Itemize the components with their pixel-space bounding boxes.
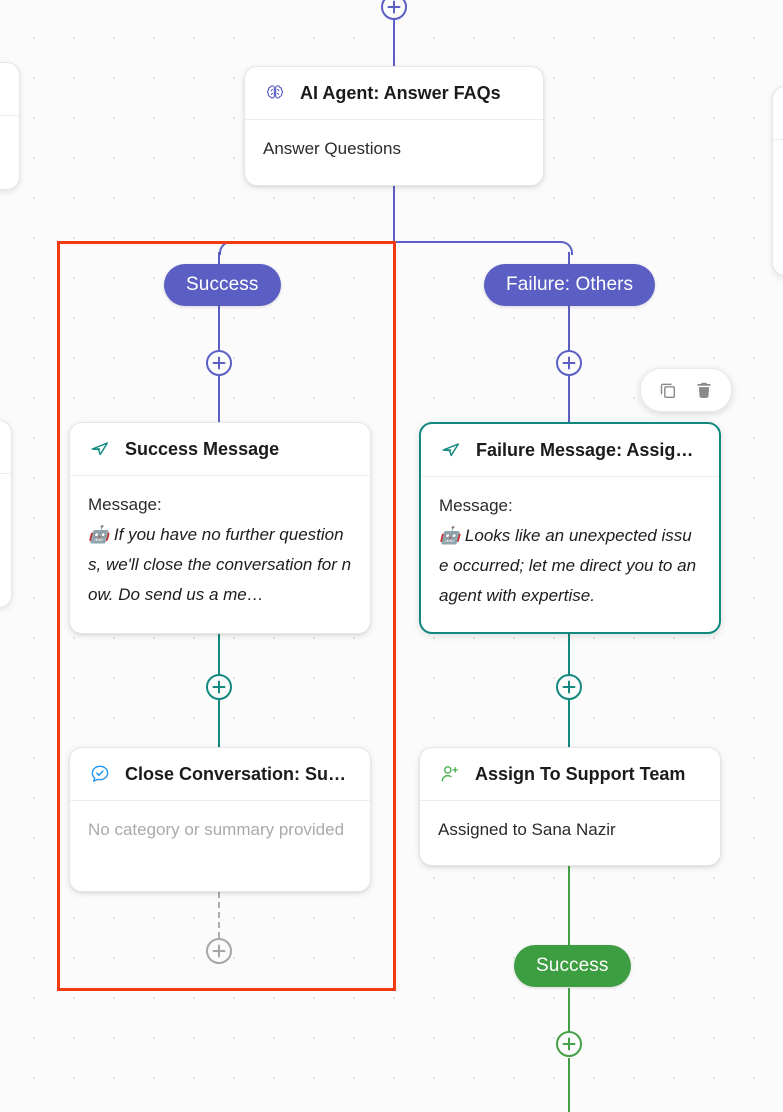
badge-failure-branch-label: Failure: Others: [506, 274, 634, 295]
node-success-message-text: 🤖 If you have no further questions, we'l…: [88, 520, 352, 610]
edge-right-branch-down: [568, 252, 570, 268]
edge-success-green-down: [568, 988, 570, 1032]
node-failure-message-value: Looks like an unexpected issue occurred;…: [439, 526, 697, 605]
node-ai-agent[interactable]: AI Agent: Answer FAQs Answer Questions: [244, 66, 544, 186]
robot-emoji: 🤖: [88, 525, 110, 544]
chat-check-icon: [88, 762, 112, 786]
edge-branch-corner-right: [559, 241, 573, 255]
add-step-after-success-message[interactable]: [206, 674, 232, 700]
node-ai-agent-body: Answer Questions: [245, 120, 543, 180]
node-assign-support-team-title: Assign To Support Team: [475, 763, 686, 784]
add-step-success-branch[interactable]: [206, 350, 232, 376]
node-close-conversation-body: No category or summary provided: [70, 801, 370, 861]
delete-icon[interactable]: [691, 377, 717, 403]
node-success-message-value: If you have no further questions, we'll …: [88, 525, 352, 604]
edge-left-branch-down: [218, 252, 220, 268]
edge-agent-to-branch: [393, 186, 395, 242]
node-failure-message[interactable]: Failure Message: Assign… Message: 🤖 Look…: [419, 422, 721, 634]
add-step-after-assign-success[interactable]: [556, 1031, 582, 1057]
brain-icon: [263, 81, 287, 105]
offscreen-card-left-bottom[interactable]: [0, 420, 12, 608]
duplicate-icon[interactable]: [655, 377, 681, 403]
node-success-message-title: Success Message: [125, 438, 280, 459]
edge-green-tail: [568, 1058, 570, 1112]
robot-emoji: 🤖: [439, 526, 461, 545]
node-close-conversation-header: Close Conversation: Suc…: [70, 748, 370, 801]
badge-success-branch-label: Success: [186, 274, 259, 295]
node-success-message[interactable]: Success Message Message: 🤖 If you have n…: [69, 422, 371, 634]
send-icon: [439, 438, 463, 462]
node-close-conversation-title: Close Conversation: Suc…: [125, 763, 352, 784]
node-close-conversation[interactable]: Close Conversation: Suc… No category or …: [69, 747, 371, 892]
offscreen-card-left-top[interactable]: [0, 62, 20, 190]
user-add-icon: [438, 762, 462, 786]
edge-top-stem: [393, 14, 395, 66]
node-assign-support-team-body: Assigned to Sana Nazir: [420, 801, 720, 861]
node-ai-agent-header: AI Agent: Answer FAQs: [245, 67, 543, 120]
node-success-message-header: Success Message: [70, 423, 370, 476]
node-ai-agent-title: AI Agent: Answer FAQs: [300, 82, 501, 103]
add-step-failure-branch[interactable]: [556, 350, 582, 376]
edge-branch-bar: [230, 241, 560, 243]
node-failure-message-body: Message: 🤖 Looks like an unexpected issu…: [421, 477, 719, 627]
node-failure-message-text: 🤖 Looks like an unexpected issue occurre…: [439, 521, 701, 611]
node-assign-support-team[interactable]: Assign To Support Team Assigned to Sana …: [419, 747, 721, 866]
node-failure-message-header: Failure Message: Assign…: [421, 424, 719, 477]
edge-close-to-add: [218, 892, 220, 938]
offscreen-card-right-top[interactable]: [772, 86, 783, 276]
badge-assign-success[interactable]: Success: [514, 945, 631, 987]
badge-failure-branch[interactable]: Failure: Others: [484, 264, 656, 306]
badge-success-branch[interactable]: Success: [164, 264, 281, 306]
node-success-message-body: Message: 🤖 If you have no further questi…: [70, 476, 370, 626]
edge-assign-to-success: [568, 866, 570, 946]
node-action-toolbar[interactable]: [640, 368, 732, 412]
node-assign-support-team-text: Assigned to Sana Nazir: [438, 820, 616, 839]
node-failure-message-title: Failure Message: Assign…: [476, 439, 701, 460]
badge-assign-success-label: Success: [536, 955, 609, 976]
add-step-top[interactable]: [381, 0, 407, 20]
node-assign-support-team-header: Assign To Support Team: [420, 748, 720, 801]
add-step-after-failure-message[interactable]: [556, 674, 582, 700]
node-close-conversation-text: No category or summary provided: [88, 820, 345, 839]
node-failure-message-label: Message:: [439, 496, 513, 515]
send-icon: [88, 437, 112, 461]
add-step-after-close-conversation[interactable]: [206, 938, 232, 964]
node-success-message-label: Message:: [88, 495, 162, 514]
edge-branch-corner-left: [219, 241, 233, 255]
node-ai-agent-body-text: Answer Questions: [263, 139, 401, 158]
